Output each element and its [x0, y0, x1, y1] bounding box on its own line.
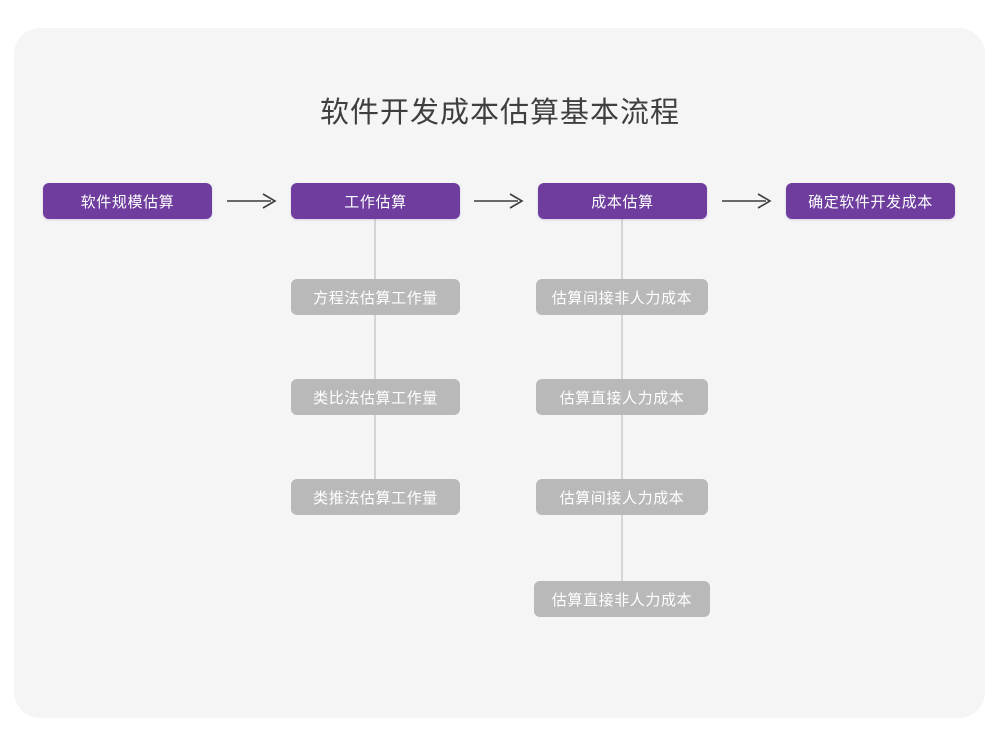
branch-node-label: 估算直接人力成本	[559, 388, 685, 407]
branch-node-label: 估算间接非人力成本	[551, 288, 693, 307]
branch-node-direct-labor-cost[interactable]: 估算直接人力成本	[536, 379, 708, 415]
connector-line-col2-c	[621, 397, 623, 497]
branch-node-indirect-labor-cost[interactable]: 估算间接人力成本	[536, 479, 708, 515]
connector-line-col2-d	[621, 497, 623, 599]
content-card	[14, 28, 985, 718]
connector-line-col1-b	[374, 297, 376, 397]
branch-node-direct-nonlabor-cost[interactable]: 估算直接非人力成本	[534, 581, 710, 617]
branch-node-label: 方程法估算工作量	[313, 288, 438, 307]
connector-line-col1-c	[374, 397, 376, 497]
branch-node-indirect-nonlabor-cost[interactable]: 估算间接非人力成本	[536, 279, 708, 315]
page-title: 软件开发成本估算基本流程	[319, 95, 680, 129]
connector-line-col2-b	[621, 297, 623, 397]
branch-node-analogy-method-effort[interactable]: 类比法估算工作量	[291, 379, 460, 415]
branch-node-label: 估算间接人力成本	[559, 488, 685, 507]
arrow-right-icon-3	[720, 190, 776, 212]
flow-node-determine-development-cost[interactable]: 确定软件开发成本	[786, 183, 955, 219]
connector-line-col2-a	[621, 219, 623, 297]
flow-node-label: 工作估算	[344, 192, 407, 211]
branch-node-label: 估算直接非人力成本	[551, 590, 693, 609]
arrow-right-icon-1	[225, 190, 281, 212]
flow-node-label: 成本估算	[591, 192, 654, 211]
flow-node-cost-estimation[interactable]: 成本估算	[538, 183, 707, 219]
flow-node-label: 软件规模估算	[80, 192, 175, 211]
flow-node-work-estimation[interactable]: 工作估算	[291, 183, 460, 219]
arrow-right-icon-2	[472, 190, 528, 212]
branch-node-equation-method-effort[interactable]: 方程法估算工作量	[291, 279, 460, 315]
flow-node-software-scale-estimation[interactable]: 软件规模估算	[43, 183, 212, 219]
branch-node-label: 类推法估算工作量	[313, 488, 438, 507]
connector-line-col1-a	[374, 219, 376, 297]
branch-node-label: 类比法估算工作量	[313, 388, 438, 407]
branch-node-inference-method-effort[interactable]: 类推法估算工作量	[291, 479, 460, 515]
flow-node-label: 确定软件开发成本	[808, 192, 933, 211]
